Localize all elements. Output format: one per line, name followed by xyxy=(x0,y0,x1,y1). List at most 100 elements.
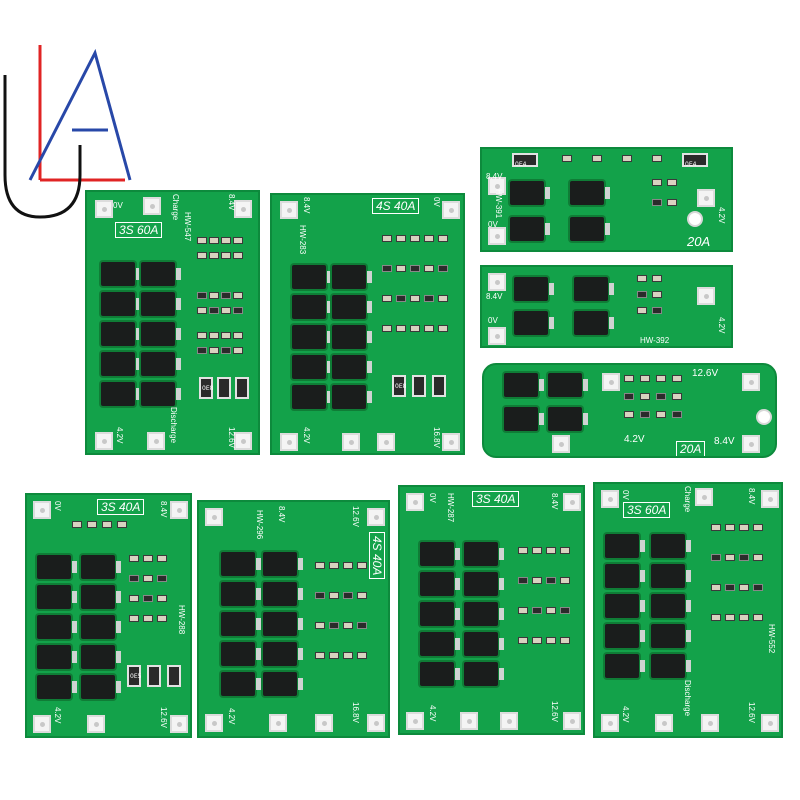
mosfet-chip xyxy=(292,295,332,319)
smd-component xyxy=(424,325,434,332)
smd-component xyxy=(221,292,231,299)
mosfet-chip xyxy=(464,572,504,596)
terminal-pad xyxy=(234,432,252,450)
label-12v6: 12.6V xyxy=(351,506,360,527)
smd-component xyxy=(197,252,207,259)
shunt-resistor xyxy=(167,665,181,687)
smd-component xyxy=(233,252,243,259)
smd-component xyxy=(532,607,542,614)
terminal-pad xyxy=(342,433,360,451)
shunt-resistor: 0E5 xyxy=(127,665,141,687)
smd-component xyxy=(753,614,763,621)
smd-component xyxy=(315,562,325,569)
smd-component xyxy=(656,411,666,418)
smd-component xyxy=(624,411,634,418)
smd-component xyxy=(711,584,721,591)
smd-component xyxy=(209,347,219,354)
smd-component xyxy=(343,652,353,659)
mosfet-chip xyxy=(332,355,372,379)
smd-component xyxy=(624,375,634,382)
label-0v: 0V xyxy=(621,490,630,500)
terminal-pad xyxy=(442,433,460,451)
smd-component xyxy=(672,393,682,400)
terminal-pad xyxy=(460,712,478,730)
smd-component xyxy=(652,275,662,282)
mosfet-chip xyxy=(101,382,141,406)
smd-component xyxy=(233,332,243,339)
model-label: HW-287 xyxy=(446,493,455,523)
smd-component xyxy=(129,595,139,602)
smd-component xyxy=(637,291,647,298)
mosfet-chip xyxy=(81,645,121,669)
model-label: HW-296 xyxy=(255,510,264,540)
mosfet-chip xyxy=(651,654,691,678)
mosfet-chip xyxy=(141,352,181,376)
smd-component xyxy=(711,524,721,531)
mosfet-chip xyxy=(81,585,121,609)
terminal-pad xyxy=(170,501,188,519)
shunt-resistor: 0E8 xyxy=(199,377,213,399)
mosfet-chip xyxy=(420,572,460,596)
label-4v2: 4.2V xyxy=(624,434,645,445)
smd-component xyxy=(209,237,219,244)
bms-board-3s-60a: 0V Charge 8.4V 3S 60A HW-547 0E8 4.2V Di… xyxy=(85,190,260,455)
shunt-resistor xyxy=(432,375,446,397)
mosfet-chip xyxy=(263,612,303,636)
mosfet-chip xyxy=(332,325,372,349)
smd-component xyxy=(209,252,219,259)
label-4v2: 4.2V xyxy=(227,708,236,725)
label-8v4: 8.4V xyxy=(227,194,236,211)
mosfet-chip xyxy=(292,325,332,349)
smd-component xyxy=(197,307,207,314)
terminal-pad xyxy=(500,712,518,730)
smd-component xyxy=(143,595,153,602)
mounting-hole xyxy=(756,409,772,425)
smd-component xyxy=(329,652,339,659)
current-rating: 20A xyxy=(676,441,706,456)
current-rating: 20A xyxy=(687,234,711,249)
bms-board-3s-40a-hw287: 0V HW-287 3S 40A 8.4V 4.2V 12.6V xyxy=(398,485,585,735)
smd-component xyxy=(197,347,207,354)
smd-component xyxy=(438,325,448,332)
smd-component xyxy=(438,235,448,242)
smd-component xyxy=(129,615,139,622)
smd-component xyxy=(157,555,167,562)
mosfet-chip xyxy=(651,594,691,618)
label-8v4: 8.4V xyxy=(277,506,286,523)
terminal-pad xyxy=(170,715,188,733)
smd-component xyxy=(739,614,749,621)
terminal-pad xyxy=(742,373,760,391)
shunt-resistor: 0E4 xyxy=(512,153,538,168)
smd-component xyxy=(329,562,339,569)
smd-component xyxy=(656,393,666,400)
mosfet-chip xyxy=(605,564,645,588)
mosfet-chip xyxy=(420,542,460,566)
model-label: HW-547 xyxy=(183,212,192,242)
smd-component xyxy=(518,637,528,644)
mosfet-chip xyxy=(605,624,645,648)
mosfet-chip xyxy=(464,602,504,626)
mosfet-chip xyxy=(332,295,372,319)
shunt-resistor xyxy=(235,377,249,399)
terminal-pad xyxy=(143,197,161,215)
smd-component xyxy=(640,375,650,382)
mosfet-chip xyxy=(420,602,460,626)
mosfet-chip xyxy=(605,534,645,558)
label-12v6: 12.6V xyxy=(550,701,559,722)
smd-component xyxy=(233,237,243,244)
label-discharge: Discharge xyxy=(683,680,692,717)
smd-component xyxy=(652,199,662,206)
model-label: HW-552 xyxy=(767,624,776,654)
mosfet-chip xyxy=(605,594,645,618)
mosfet-chip xyxy=(263,552,303,576)
smd-component xyxy=(396,265,406,272)
smd-component xyxy=(739,584,749,591)
smd-component xyxy=(438,295,448,302)
terminal-pad xyxy=(280,433,298,451)
label-charge: Charge xyxy=(683,486,692,513)
rating-badge: 4S 40A xyxy=(372,198,420,214)
smd-component xyxy=(637,275,647,282)
label-8v4: 8.4V xyxy=(747,488,756,505)
smd-component xyxy=(396,325,406,332)
terminal-pad xyxy=(655,714,673,732)
